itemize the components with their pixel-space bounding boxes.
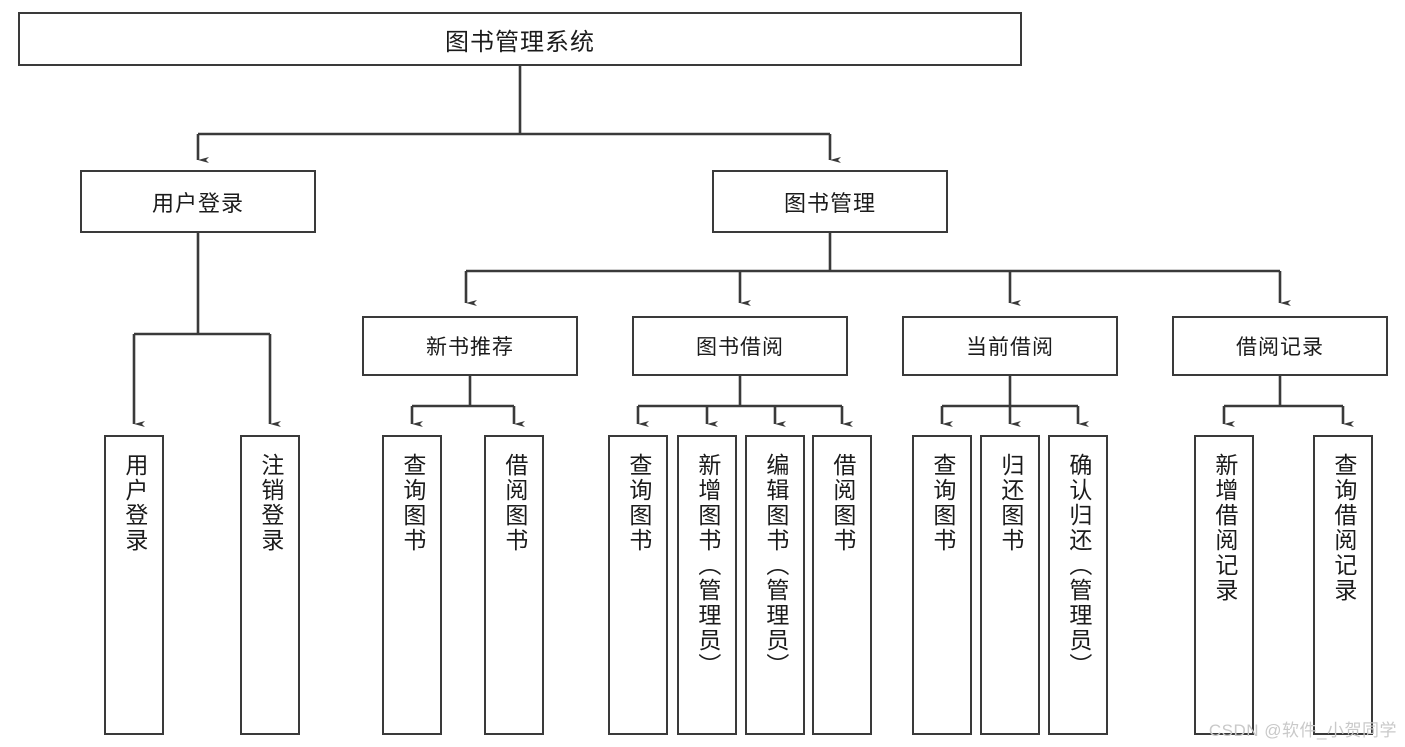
node-current-borrow-label: 当前借阅 — [966, 336, 1054, 359]
leaf-current-borrow-return[interactable]: 归还图书 — [980, 435, 1040, 735]
leaf-label: 查询借阅记录 — [1330, 453, 1357, 603]
node-new-book-recommend[interactable]: 新书推荐 — [362, 316, 578, 376]
leaf-book-borrow-add[interactable]: 新增图书（管理员） — [677, 435, 737, 735]
leaf-label: 编辑图书（管理员） — [762, 453, 789, 678]
leaf-book-borrow-lend[interactable]: 借阅图书 — [812, 435, 872, 735]
node-user-login-label: 用户登录 — [151, 190, 244, 216]
node-book-borrow[interactable]: 图书借阅 — [632, 316, 848, 376]
node-user-login[interactable]: 用户登录 — [80, 170, 316, 233]
leaf-label: 用户登录 — [121, 453, 148, 553]
node-book-management[interactable]: 图书管理 — [712, 170, 948, 233]
leaf-user-login-signout[interactable]: 注销登录 — [240, 435, 300, 735]
leaf-borrow-record-add[interactable]: 新增借阅记录 — [1194, 435, 1254, 735]
leaf-label: 归还图书 — [997, 453, 1024, 553]
leaf-borrow-record-query[interactable]: 查询借阅记录 — [1313, 435, 1373, 735]
node-borrow-record-label: 借阅记录 — [1236, 336, 1324, 359]
node-root[interactable]: 图书管理系统 — [18, 12, 1022, 66]
node-current-borrow[interactable]: 当前借阅 — [902, 316, 1118, 376]
leaf-current-borrow-confirm-return[interactable]: 确认归还（管理员） — [1048, 435, 1108, 735]
leaf-book-borrow-edit[interactable]: 编辑图书（管理员） — [745, 435, 805, 735]
leaf-label: 查询图书 — [399, 453, 426, 553]
leaf-label: 借阅图书 — [829, 453, 856, 553]
leaf-new-book-query[interactable]: 查询图书 — [382, 435, 442, 735]
leaf-new-book-borrow[interactable]: 借阅图书 — [484, 435, 544, 735]
leaf-current-borrow-query[interactable]: 查询图书 — [912, 435, 972, 735]
node-root-label: 图书管理系统 — [445, 28, 595, 56]
leaf-book-borrow-query[interactable]: 查询图书 — [608, 435, 668, 735]
node-new-book-recommend-label: 新书推荐 — [426, 336, 514, 359]
leaf-label: 确认归还（管理员） — [1065, 453, 1092, 678]
node-book-management-label: 图书管理 — [783, 190, 876, 216]
leaf-label: 查询图书 — [929, 453, 956, 553]
leaf-user-login-signin[interactable]: 用户登录 — [104, 435, 164, 735]
leaf-label: 借阅图书 — [501, 453, 528, 553]
leaf-label: 注销登录 — [257, 453, 284, 553]
node-borrow-record[interactable]: 借阅记录 — [1172, 316, 1388, 376]
leaf-label: 新增借阅记录 — [1211, 453, 1238, 603]
node-book-borrow-label: 图书借阅 — [696, 336, 784, 359]
leaf-label: 查询图书 — [625, 453, 652, 553]
leaf-label: 新增图书（管理员） — [694, 453, 721, 678]
